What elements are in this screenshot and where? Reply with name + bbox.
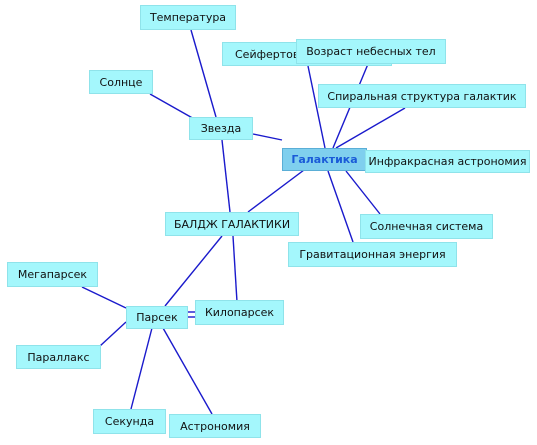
node-vozrast-label: Возраст небесных тел bbox=[306, 45, 436, 58]
node-solar[interactable]: Солнечная система bbox=[360, 214, 493, 239]
edge-zvezda-temperatura bbox=[190, 29, 217, 118]
node-kiloparsek[interactable]: Килопарсек bbox=[195, 300, 284, 325]
edge-root-parsek bbox=[164, 235, 223, 307]
edge-parsek-sekunda bbox=[130, 327, 153, 410]
node-galaktika-label: Галактика bbox=[291, 153, 358, 166]
node-solar-label: Солнечная система bbox=[369, 220, 484, 233]
node-parallaks[interactable]: Параллакс bbox=[16, 345, 101, 369]
node-infrared[interactable]: Инфракрасная астрономия bbox=[365, 150, 530, 173]
node-vozrast[interactable]: Возраст небесных тел bbox=[296, 39, 446, 64]
edge-root-galaktika bbox=[247, 163, 313, 213]
node-root[interactable]: БАЛДЖ ГАЛАКТИКИ bbox=[165, 212, 299, 236]
node-parsek[interactable]: Парсек bbox=[126, 306, 188, 329]
edge-root-kiloparsek bbox=[232, 235, 238, 303]
node-gravity[interactable]: Гравитационная энергия bbox=[288, 242, 457, 267]
edge-zvezda-galaktika bbox=[252, 133, 283, 141]
node-root-label: БАЛДЖ ГАЛАКТИКИ bbox=[173, 217, 291, 231]
node-solntse[interactable]: Солнце bbox=[89, 70, 153, 94]
node-solntse-label: Солнце bbox=[99, 75, 143, 89]
node-gravity-label: Гравитационная энергия bbox=[299, 248, 446, 261]
edge-galaktika-solar bbox=[345, 170, 381, 215]
edge-zvezda-solntse bbox=[149, 93, 197, 121]
edge-galaktika-seyfert bbox=[307, 65, 326, 149]
node-galaktika[interactable]: Галактика bbox=[282, 148, 367, 171]
node-spiral[interactable]: Спиральная структура галактик bbox=[318, 84, 526, 108]
edge-galaktika-spiral bbox=[335, 107, 406, 149]
node-spiral-label: Спиральная структура галактик bbox=[327, 89, 517, 103]
node-megaparsek[interactable]: Мегапарсек bbox=[7, 262, 98, 287]
node-kiloparsek-label: Килопарсек bbox=[204, 306, 275, 319]
node-parallaks-label: Параллакс bbox=[27, 350, 90, 364]
node-zvezda[interactable]: Звезда bbox=[189, 117, 253, 140]
node-astronomiya-label: Астрономия bbox=[180, 419, 250, 433]
node-megaparsek-label: Мегапарсек bbox=[17, 268, 88, 281]
node-sekunda[interactable]: Секунда bbox=[93, 409, 166, 434]
edge-galaktika-gravity bbox=[327, 170, 354, 243]
node-temperatura-label: Температура bbox=[149, 11, 227, 24]
edge-parsek-parallaks bbox=[99, 321, 127, 347]
edge-parsek-astronomiya bbox=[162, 327, 213, 415]
node-astronomiya[interactable]: Астрономия bbox=[169, 414, 261, 438]
node-temperatura[interactable]: Температура bbox=[140, 5, 236, 30]
edge-root-zvezda bbox=[221, 139, 231, 213]
node-infrared-label: Инфракрасная астрономия bbox=[368, 155, 527, 168]
node-sekunda-label: Секунда bbox=[104, 415, 155, 428]
node-parsek-label: Парсек bbox=[136, 311, 178, 324]
edge-parsek-megaparsek bbox=[81, 286, 127, 309]
node-zvezda-label: Звезда bbox=[200, 122, 242, 135]
